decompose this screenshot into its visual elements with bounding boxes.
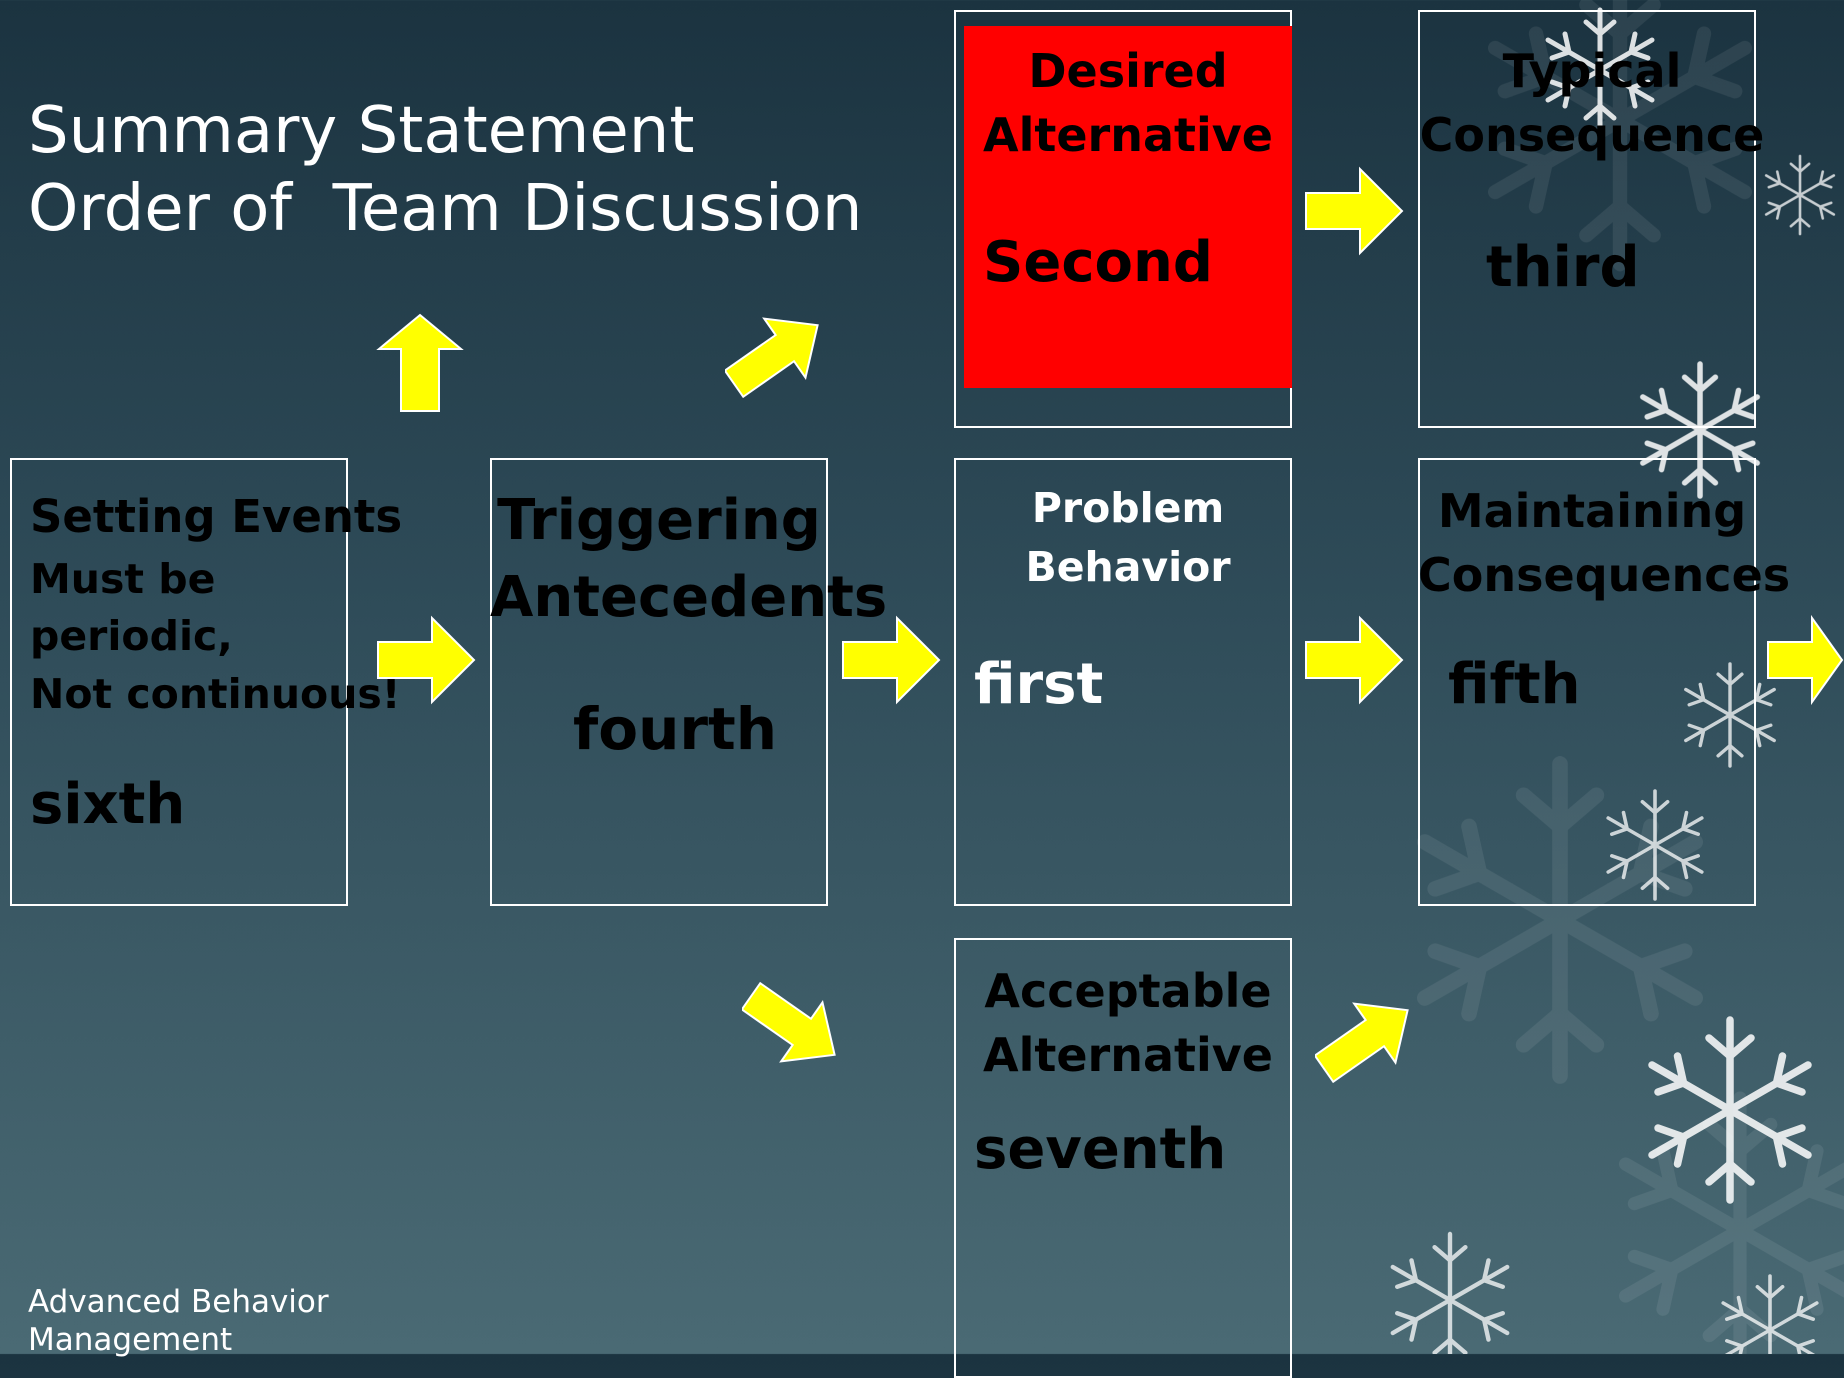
arrow-right-exit-icon xyxy=(1767,615,1844,705)
arrow-up-right-icon xyxy=(725,317,819,399)
acceptable-alternative-line-1: Acceptable xyxy=(984,964,1272,1018)
acceptable-alternative-order: seventh xyxy=(974,1117,1227,1182)
desired-alternative-highlight xyxy=(964,26,1292,388)
acceptable-alternative-line-2: Alternative xyxy=(983,1028,1273,1082)
typical-consequence-order: third xyxy=(1486,235,1640,300)
arrow-right-setting-to-trigger-icon xyxy=(377,615,476,705)
desired-alternative-line-2: Alternative xyxy=(983,108,1273,162)
maintaining-consequences-order: fifth xyxy=(1448,652,1581,717)
problem-behavior-line-2: Behavior xyxy=(1025,543,1231,591)
arrow-right-trigger-to-behavior-icon xyxy=(842,615,941,705)
arrow-right-behavior-to-maintaining-icon xyxy=(1305,615,1404,705)
typical-consequence-line-1: Typical xyxy=(1502,44,1682,98)
arrow-right-desired-to-typical-icon xyxy=(1305,166,1404,256)
triggering-antecedents-order: fourth xyxy=(573,695,777,763)
problem-behavior-box xyxy=(954,458,1292,906)
footer-line-2: Management xyxy=(28,1322,233,1358)
arrow-up-icon xyxy=(376,313,464,412)
footer-line-1: Advanced Behavior xyxy=(28,1284,329,1320)
setting-events-heading: Setting Events xyxy=(30,490,403,543)
setting-events-order: sixth xyxy=(30,772,186,837)
typical-consequence-box xyxy=(1418,10,1756,428)
triggering-antecedents-box xyxy=(490,458,828,906)
setting-events-line-3: periodic, xyxy=(30,612,233,660)
arrow-up-right-acceptable-icon xyxy=(1315,1002,1409,1084)
title-line-1: Summary Statement xyxy=(28,94,695,168)
maintaining-consequences-box xyxy=(1418,458,1756,906)
desired-alternative-line-1: Desired xyxy=(1028,44,1228,98)
desired-alternative-order: Second xyxy=(983,230,1213,295)
triggering-antecedents-line-2: Antecedents xyxy=(490,565,888,630)
title-line-2: Order of Team Discussion xyxy=(28,172,863,246)
maintaining-consequences-line-2: Consequences xyxy=(1418,548,1791,602)
arrow-down-right-icon xyxy=(742,981,836,1063)
footer-text: Advanced Behavior Management xyxy=(28,1283,329,1359)
problem-behavior-order: first xyxy=(974,652,1104,717)
slide-title: Summary Statement Order of Team Discussi… xyxy=(28,92,862,248)
setting-events-line-4: Not continuous! xyxy=(30,670,401,718)
typical-consequence-line-2: Consequence xyxy=(1419,108,1765,162)
setting-events-line-2: Must be xyxy=(30,555,216,603)
problem-behavior-line-1: Problem xyxy=(1031,484,1225,532)
setting-events-box xyxy=(10,458,348,906)
triggering-antecedents-line-1: Triggering xyxy=(497,488,821,553)
maintaining-consequences-line-1: Maintaining xyxy=(1437,484,1747,538)
